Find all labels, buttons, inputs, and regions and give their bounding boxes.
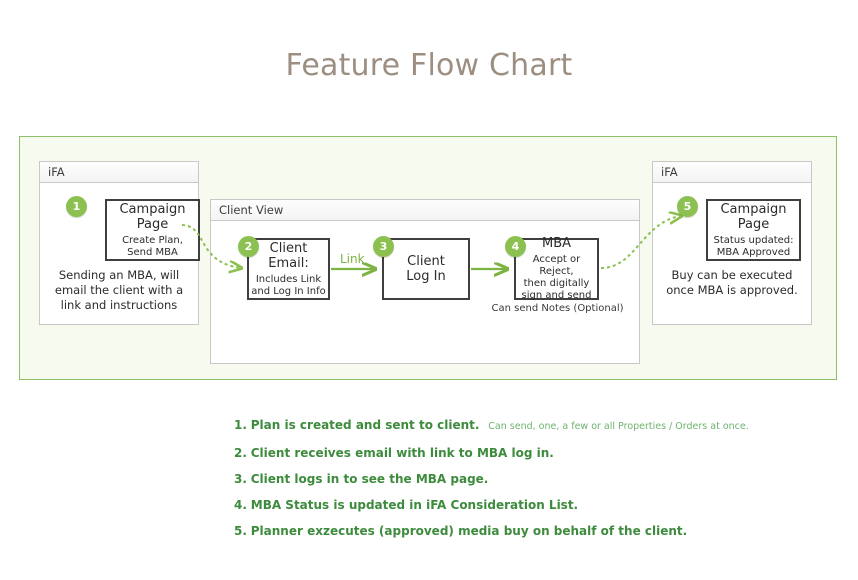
legend-item-3-text: Client logs in to see the MBA page. (250, 472, 489, 486)
flow-box-client-email[interactable]: Client Email: Includes Link and Log In I… (247, 238, 330, 300)
page-title: Feature Flow Chart (285, 48, 573, 83)
flow-box-client-log-in[interactable]: Client Log In (382, 238, 470, 300)
flow-box-1-sub-line1: Create Plan, (122, 234, 183, 246)
legend-item-5-number: 5. (234, 524, 247, 538)
caption-mba-notes: Can send Notes (Optional) (491, 303, 624, 314)
legend-item-2: 2. Client receives email with link to MB… (234, 446, 794, 460)
flow-box-4-title-line1: MBA (541, 236, 572, 251)
legend-item-4-text: MBA Status is updated in iFA Considerati… (250, 498, 579, 512)
flow-box-4-sub-line3: sign and send (521, 290, 592, 301)
step-badge-4: 4 (505, 236, 526, 257)
link-arrow-label: Link (340, 252, 365, 266)
flow-box-3-title-line1: Client (407, 254, 445, 269)
flow-box-campaign-page-end[interactable]: Campaign Page Status updated: MBA Approv… (706, 199, 801, 261)
legend-item-1-number: 1. (234, 418, 247, 432)
flow-box-2-sub-line2: and Log In Info (251, 285, 326, 297)
flow-box-4-sub-line1: Accept or Reject, (532, 254, 581, 277)
legend-item-4: 4. MBA Status is updated in iFA Consider… (234, 498, 794, 512)
flow-box-2-sub-line1: Includes Link (255, 273, 322, 285)
legend-list: 1. Plan is created and sent to client. C… (234, 418, 794, 550)
panel-client-view-header: Client View (211, 200, 639, 221)
flow-box-3-title-line2: Log In (406, 269, 446, 284)
legend-item-5-text: Planner exzecutes (approved) media buy o… (250, 524, 688, 538)
panel-ifa-left-header: iFA (40, 162, 198, 183)
step-badge-3: 3 (373, 236, 394, 257)
flow-box-1-title-line1: Campaign (119, 201, 186, 217)
flow-box-5-sub-line1: Status updated: (713, 234, 794, 246)
flow-box-1-title-line2: Page (136, 216, 169, 232)
flow-box-mba[interactable]: MBA Accept or Reject, then digitally sig… (514, 236, 599, 301)
legend-item-1: 1. Plan is created and sent to client. C… (234, 418, 794, 434)
legend-item-4-number: 4. (234, 498, 247, 512)
legend-item-2-text: Client receives email with link to MBA l… (250, 446, 554, 460)
flow-box-4-sub-line2: then digitally (523, 278, 590, 289)
legend-item-1-text: Plan is created and sent to client. (250, 418, 480, 432)
legend-item-2-number: 2. (234, 446, 247, 460)
step-badge-1: 1 (66, 196, 87, 217)
flow-box-5-title-line1: Campaign (720, 201, 787, 217)
panel-ifa-right-header: iFA (653, 162, 811, 183)
caption-right: Buy can be executed once MBA is approved… (666, 268, 798, 297)
flow-box-1-sub-line2: Send MBA (127, 246, 178, 258)
legend-item-1-note: Can send, one, a few or all Properties /… (488, 421, 749, 432)
legend-item-3-number: 3. (234, 472, 247, 486)
legend-item-3: 3. Client logs in to see the MBA page. (234, 472, 794, 486)
flow-box-5-sub-line2: MBA Approved (716, 246, 791, 258)
caption-left: Sending an MBA, will email the client wi… (54, 268, 184, 312)
flow-box-campaign-page-start[interactable]: Campaign Page Create Plan, Send MBA (105, 199, 200, 261)
flow-box-5-title-line2: Page (737, 216, 770, 232)
legend-item-5: 5. Planner exzecutes (approved) media bu… (234, 524, 794, 538)
step-badge-5: 5 (677, 196, 698, 217)
step-badge-2: 2 (238, 236, 259, 257)
flow-box-2-title-line1: Client Email: (268, 240, 309, 271)
